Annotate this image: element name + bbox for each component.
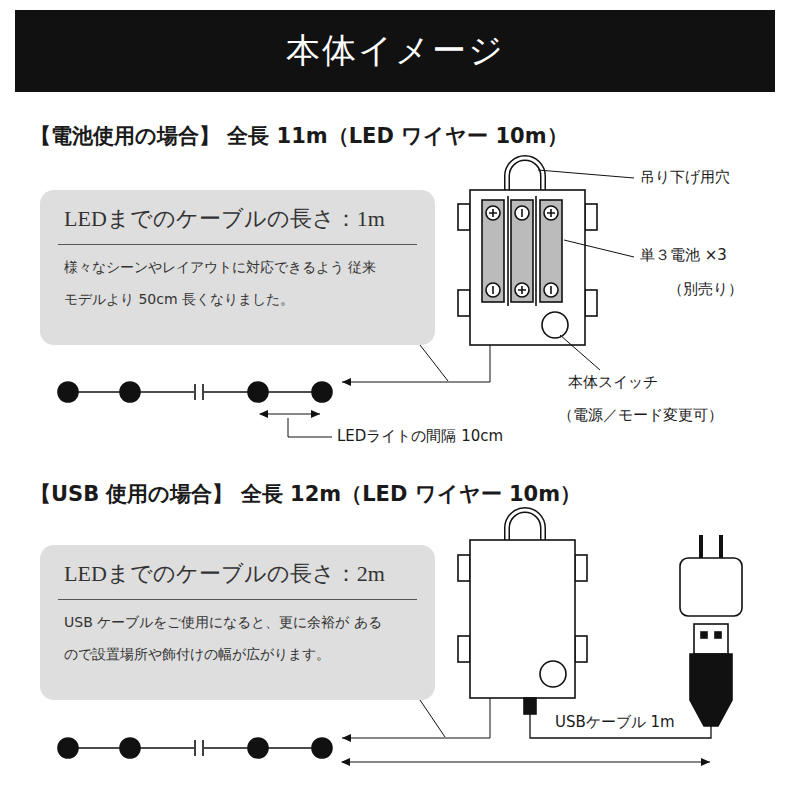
battery [511,200,533,302]
label: LEDライトの間隔 10cm [337,427,503,445]
info-box: LEDまでのケーブルの長さ：2mUSB ケーブルをご使用になると、更に余裕が あ… [40,545,435,700]
label: 【USB 使用の場合】 全長 12m（LED ワイヤー 10m） [30,482,581,507]
terminal-plus [515,283,529,297]
hanging-loop-inner [507,158,543,190]
tab [458,290,470,316]
label: USBケーブル 1m [552,713,678,731]
battery [540,200,562,302]
battery-case [470,190,585,345]
led-dot [312,738,332,758]
battery [482,200,504,302]
label: 単３電池 ×3 [640,246,727,264]
led-dot [248,382,268,402]
break-mark [202,384,204,400]
leader-line [288,418,332,437]
battery-divider [535,196,537,306]
case [470,540,575,698]
leader-line [560,335,600,370]
terminal-minus [544,283,558,297]
hanging-loop [507,510,543,540]
led-wire [58,382,332,402]
plus-mark [518,286,526,294]
usb-plug-metal [694,624,728,654]
led-dot [248,738,268,758]
tab [585,290,597,316]
led-dot [58,738,78,758]
tab [458,555,470,581]
terminal-plus [486,206,500,220]
led-dot [312,382,332,402]
prong [699,535,703,560]
cable-arrows [260,345,490,437]
usb-adapter [680,535,742,726]
leader-line [538,170,634,178]
tab [575,636,587,662]
plus-mark [489,209,497,217]
cable-arrow [342,345,490,382]
adapter [680,558,742,616]
break-mark [194,384,196,400]
led-dot [58,382,78,402]
label: （電源／モード変更可） [558,406,723,424]
length-arrow [342,762,710,763]
led-dot [120,382,140,402]
terminal-minus [515,206,529,220]
minus-mark [550,286,552,294]
header-bar [15,10,775,92]
usb-plug-body [690,654,732,726]
minus-mark [521,209,523,217]
usb-cable [342,698,711,762]
switch [540,661,566,687]
plug-hole [701,632,707,638]
usb-jack [524,698,536,714]
tab [458,636,470,662]
box-heading: LEDまでのケーブルの長さ：1m [58,204,417,245]
prong [719,535,723,560]
leader-line [564,240,634,257]
label: 吊り下げ用穴 [640,168,730,186]
break-mark [194,740,196,756]
terminal-minus [486,283,500,297]
leader-line [420,700,445,737]
leader-line [420,345,448,381]
switch [542,312,568,338]
info-box: LEDまでのケーブルの長さ：1m 様々なシーンやレイアウトに対応できるよう 従来モ… [40,190,435,345]
label: （別売り） [668,280,743,298]
minus-mark [492,286,494,294]
terminal-plus [544,206,558,220]
led-wire [58,738,332,758]
box-heading: LEDまでのケーブルの長さ：2m [58,559,417,600]
page-title: 本体イメージ [286,28,505,74]
hanging-loop [507,158,543,190]
tab [585,204,597,230]
led-dot [120,738,140,758]
break-mark [202,740,204,756]
spacing-arrow [260,414,320,415]
plug-hole [715,632,721,638]
label: 【電池使用の場合】 全長 11m（LED ワイヤー 10m） [30,124,568,149]
battery-divider [507,196,509,306]
usb-box [458,510,587,714]
tab [575,555,587,581]
box-body: 様々なシーンやレイアウトに対応できるよう 従来モデルより 50cm 長くなりまし… [64,251,382,315]
leader-lines [420,170,634,381]
tab [458,204,470,230]
label: 本体スイッチ [568,373,658,391]
plus-mark [547,209,555,217]
usb-cable [530,714,711,738]
battery-box [458,158,597,345]
cable-arrow [342,698,490,738]
hanging-loop-inner [507,510,543,540]
box-body: USB ケーブルをご使用になると、更に余裕が あるので設置場所や飾付けの幅が広が… [64,606,382,670]
